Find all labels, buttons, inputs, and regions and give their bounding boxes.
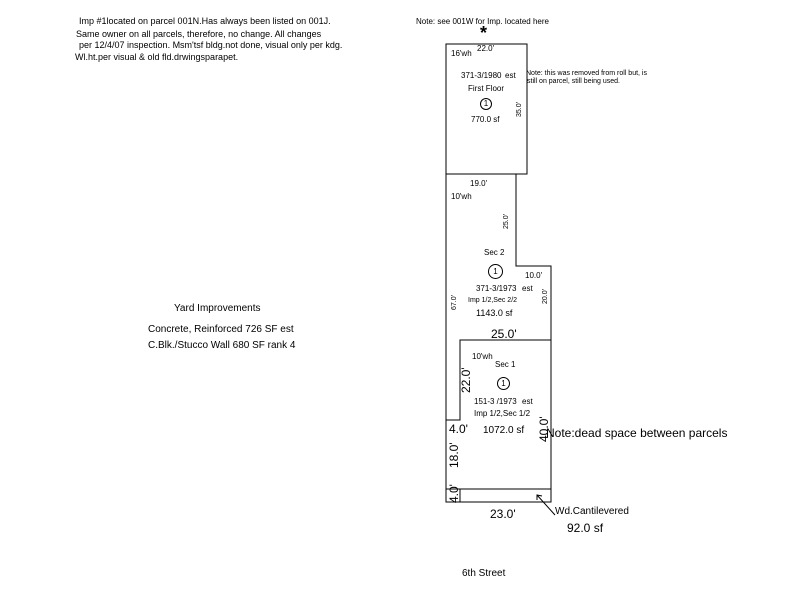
first-floor-number: 1 [480,98,492,110]
header-note-line-4: Wl.ht.per visual & old fld.drwingsparape… [75,52,239,62]
header-note-line-1: Imp #1located on parcel 001N.Has always … [79,16,331,26]
removed-note-line-1: Note: this was removed from roll but, is [526,70,647,77]
removed-note-line-2: still on parcel, still being used. [527,78,620,85]
yard-item-wall: C.Blk./Stucco Wall 680 SF rank 4 [148,340,296,351]
sec1-top-width: 25.0' [491,327,517,341]
first-floor-area: 770.0 sf [471,115,500,124]
street-label: 6th Street [462,568,506,579]
sec2-height: 10'wh [451,192,472,201]
sec1-number: 1 [497,377,510,390]
asterisk-marker: * [480,23,488,43]
first-floor-side: 35.0' [516,102,523,117]
sec2-imp: Imp 1/2,Sec 2/2 [468,297,518,304]
yard-item-concrete: Concrete, Reinforced 726 SF est [148,324,294,335]
sec1-left-side: 22.0' [459,367,473,393]
sec2-right-side: 20.0' [542,289,549,304]
sec1-area: 1072.0 sf [483,425,525,436]
sec1-bottom-left-side: 18.0' [447,442,461,468]
sec2-area: 1143.0 sf [476,308,513,318]
yard-title: Yard Improvements [174,303,261,314]
sec2-left-side: 67.0' [451,295,458,310]
cantilever-outline [445,488,552,503]
sec2-code: 371-3/1973 [476,284,517,293]
sec1-notch-width: 4.0' [449,422,468,436]
sec1-code: 151-3 /1973 [474,397,517,406]
sec2-step-width: 10.0' [525,271,543,280]
dead-space-note: Note:dead space between parcels [546,426,728,440]
sec1-name: Sec 1 [495,360,516,369]
first-floor-height: 16'wh [451,49,472,58]
top-note: Note: see 001W for Imp. located here [416,17,549,26]
first-floor-est: est [505,71,516,80]
sec2-name: Sec 2 [484,248,505,257]
first-floor-width: 22.0' [477,44,495,53]
cantilever-area: 92.0 sf [567,521,604,535]
sec2-outline [446,173,552,340]
first-floor-name: First Floor [468,84,504,93]
first-floor-code: 371-3/1980 [461,71,502,80]
sec2-side: 25.0' [503,214,510,229]
sec2-est: est [522,284,533,293]
sec2-top-width: 19.0' [470,179,488,188]
cantilever-side: 4.0' [447,484,461,503]
sec2-number: 1 [488,264,503,279]
cantilever-name: Wd.Cantilevered [555,506,629,517]
sec1-imp: Imp 1/2,Sec 1/2 [474,409,531,418]
cantilever-arrowhead [536,494,543,500]
header-note-line-3: per 12/4/07 inspection. Msm'tsf bldg.not… [79,40,343,50]
sec1-est: est [522,397,533,406]
cantilever-width: 23.0' [490,507,516,521]
cantilever-leader [536,494,556,516]
sec1-height: 10'wh [472,352,493,361]
header-note-line-2: Same owner on all parcels, therefore, no… [76,29,322,39]
